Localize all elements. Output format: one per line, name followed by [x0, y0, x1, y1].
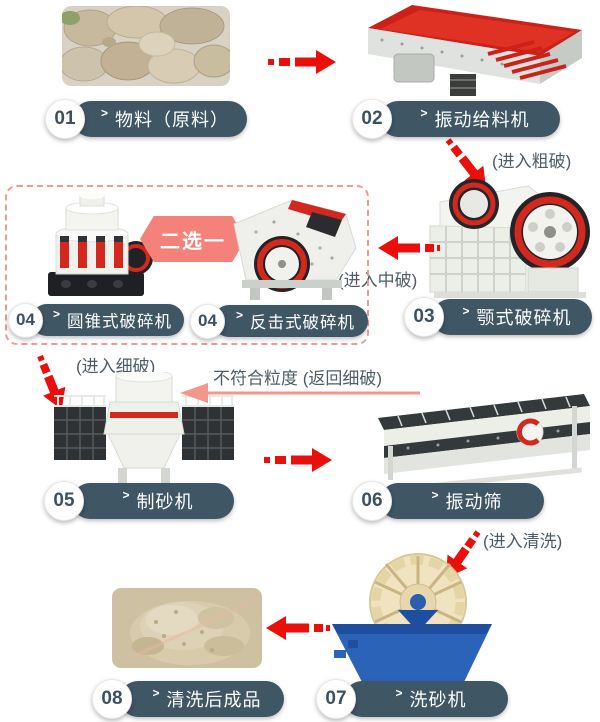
arrow-sandmaker-to-screen	[264, 448, 332, 477]
step-label: 圆锥式破碎机	[67, 313, 172, 331]
chevron-icon: >	[462, 304, 470, 318]
step-badge-sand-maker: 05 > 制砂机	[44, 481, 234, 521]
choose-one-ribbon: 二选一	[140, 216, 246, 262]
arrow-screen-to-washer	[432, 522, 488, 585]
step-number: 07	[316, 679, 356, 719]
step-number: 02	[352, 99, 392, 139]
chevron-icon: >	[235, 308, 243, 322]
arrow-washer-to-product	[266, 616, 330, 645]
step-badge-material: 01 > 物料（原料）	[45, 99, 247, 139]
step-number: 04	[8, 302, 43, 338]
rocks-illustration	[62, 6, 230, 86]
step-number: 03	[404, 297, 444, 337]
impact-crusher-illustration	[216, 192, 364, 309]
note-enter-medium: (进入中破)	[338, 271, 418, 290]
step-badge-finished-product: 08 > 清洗后成品	[92, 679, 284, 719]
note-enter-wash: (进入清洗)	[483, 532, 563, 551]
step-badge-feeder: 02 > 振动给料机	[352, 99, 560, 139]
finished-sand-photo	[112, 588, 262, 668]
step-badge-screen: 06 > 振动筛	[352, 481, 544, 521]
vibrating-feeder-illustration	[358, 2, 586, 105]
raw-material-photo	[62, 6, 230, 86]
arrow-to-sand-maker	[24, 352, 73, 417]
step-label: 振动给料机	[434, 110, 530, 130]
note-enter-coarse: (进入粗破)	[492, 152, 572, 171]
step-label: 物料（原料）	[115, 110, 229, 130]
arrow-material-to-feeder	[268, 50, 336, 79]
step-label: 振动筛	[445, 492, 503, 512]
step-badge-washer: 07 > 洗砂机	[316, 679, 508, 719]
chevron-icon: >	[122, 488, 130, 502]
chevron-icon: >	[100, 106, 108, 120]
step-number: 04	[190, 303, 225, 339]
chevron-icon: >	[52, 307, 60, 321]
arrow-jaw-to-secondary	[378, 236, 442, 265]
chevron-icon: >	[431, 488, 439, 502]
sand-illustration	[112, 588, 262, 668]
step-number: 01	[45, 99, 85, 139]
return-arrow	[180, 382, 422, 409]
step-label: 反击式破碎机	[250, 314, 355, 332]
step-label: 清洗后成品	[166, 690, 262, 710]
step-number: 08	[92, 679, 132, 719]
chevron-icon: >	[420, 106, 428, 120]
vibrating-screen-illustration	[358, 388, 592, 495]
sand-washer-illustration	[328, 552, 496, 689]
note-return: 不符合粒度 (返回细破)	[213, 369, 383, 388]
chevron-icon: >	[152, 686, 160, 700]
cone-crusher-illustration	[36, 192, 154, 305]
step-label: 制砂机	[136, 492, 194, 512]
step-label: 洗砂机	[409, 690, 467, 710]
step-badge-impact-crusher: 04 > 反击式破碎机	[190, 301, 368, 341]
chevron-icon: >	[395, 686, 403, 700]
step-badge-cone-crusher: 04 > 圆锥式破碎机	[8, 300, 184, 340]
step-number: 05	[44, 481, 84, 521]
step-badge-jaw-crusher: 03 > 颚式破碎机	[404, 297, 592, 337]
step-number: 06	[352, 481, 392, 521]
secondary-crusher-choice-box	[5, 185, 369, 345]
step-label: 颚式破碎机	[476, 308, 572, 328]
jaw-crusher-illustration	[428, 168, 596, 303]
